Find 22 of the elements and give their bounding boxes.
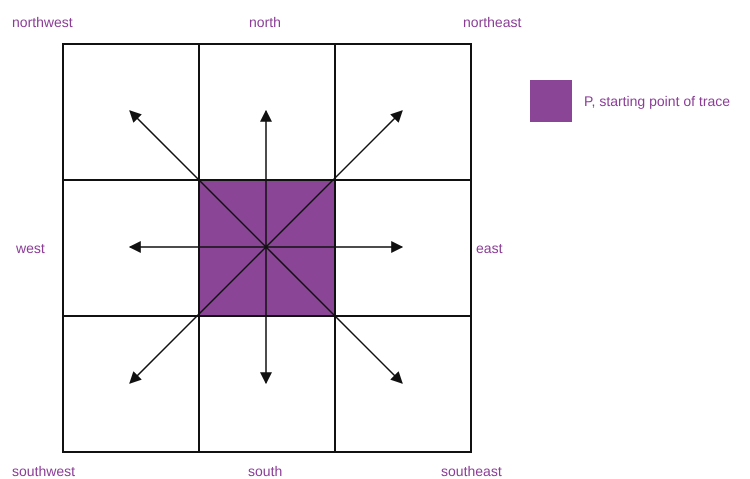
direction-label: southeast bbox=[441, 463, 502, 479]
arrow bbox=[128, 241, 266, 253]
direction-label: northwest bbox=[12, 14, 73, 30]
direction-label: west bbox=[16, 240, 45, 256]
direction-label: southwest bbox=[12, 463, 76, 479]
legend-label: P, starting point of trace bbox=[584, 93, 730, 109]
arrow bbox=[260, 247, 272, 384]
start-cell bbox=[198, 179, 336, 317]
direction-label: northeast bbox=[463, 14, 522, 30]
arrow bbox=[266, 241, 404, 253]
arrow bbox=[265, 246, 403, 384]
arrow bbox=[260, 110, 272, 247]
direction-label: east bbox=[476, 240, 502, 256]
grid-cell bbox=[62, 43, 200, 181]
arrow bbox=[129, 246, 267, 384]
direction-label: south bbox=[248, 463, 282, 479]
grid-cell bbox=[334, 315, 472, 453]
grid-cell bbox=[62, 315, 200, 453]
arrow bbox=[129, 110, 267, 248]
direction-label: north bbox=[249, 14, 281, 30]
arrow bbox=[265, 110, 403, 248]
grid-cell bbox=[334, 43, 472, 181]
